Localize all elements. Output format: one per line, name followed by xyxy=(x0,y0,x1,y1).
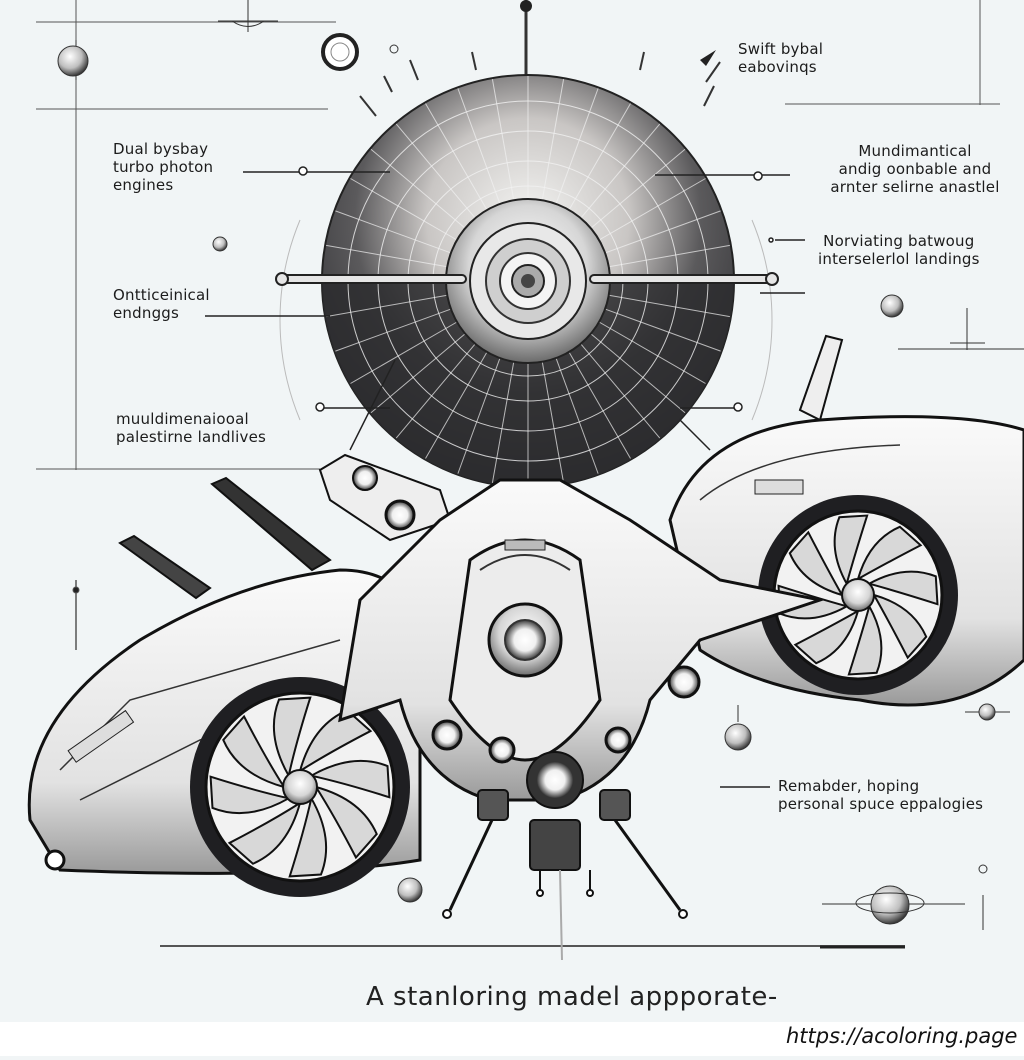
left-fins xyxy=(118,334,844,600)
disc-spoke xyxy=(457,357,501,474)
disc-spoke xyxy=(608,244,730,268)
turbine-blade xyxy=(227,800,302,865)
left-turbine xyxy=(190,677,410,897)
disc-spoke xyxy=(568,351,631,459)
orb-small-left xyxy=(212,236,228,252)
label-dual-engines: Dual bysbay turbo photon engines xyxy=(113,140,214,194)
disc-spoke xyxy=(370,148,466,229)
disc-spoke xyxy=(326,294,448,318)
disc-spoke xyxy=(590,333,686,414)
disc-booms xyxy=(275,272,779,286)
disc-spoke xyxy=(590,148,686,229)
turbine-blade xyxy=(793,608,860,665)
small-circle-top xyxy=(389,44,399,54)
turbine-blade xyxy=(866,570,939,606)
central-hull xyxy=(338,478,826,809)
leader-lines xyxy=(205,166,805,788)
disc-spoke xyxy=(457,88,501,205)
turbine-blade xyxy=(209,775,292,815)
label-right-2: Norviating batwoug interselerlol landing… xyxy=(818,232,980,268)
crosshair-lower-right xyxy=(965,703,1010,721)
disc-spoke xyxy=(326,244,448,268)
upper-pod xyxy=(318,453,452,542)
disc-spoke xyxy=(491,361,515,483)
turbine-blade xyxy=(856,525,923,582)
orb-right xyxy=(880,294,904,318)
turbine-blade xyxy=(871,593,928,660)
label-left-2: Ontticeinical endnggs xyxy=(113,286,210,322)
disc-spoke xyxy=(555,88,599,205)
label-left-3: muuldimenaiooal palestirne landlives xyxy=(116,410,267,446)
disc-spoke xyxy=(370,333,466,414)
disc-spoke xyxy=(608,294,730,318)
caption-mask xyxy=(0,1022,1024,1056)
ringed-planet xyxy=(822,864,988,930)
disc-spoke xyxy=(598,178,706,241)
disc-spoke xyxy=(491,79,515,201)
disc-spoke xyxy=(580,343,661,439)
arrow-pointer xyxy=(700,50,716,66)
orb-top-left xyxy=(57,40,89,80)
disc-spoke xyxy=(425,103,488,211)
disc-spoke xyxy=(541,361,565,483)
orb-pendant-right xyxy=(724,705,752,751)
crosshair-right xyxy=(898,308,1024,350)
antenna-tip xyxy=(520,0,532,12)
turbine-blade xyxy=(833,514,869,587)
disc-spoke xyxy=(604,210,721,254)
disc-spoke xyxy=(604,308,721,352)
thrusters xyxy=(442,789,688,961)
disc-spoke xyxy=(568,103,631,211)
label-right-1: Mundimantical andig oonbable and arnter … xyxy=(830,142,1000,196)
disc-spoke xyxy=(598,321,706,384)
disc-spoke xyxy=(580,123,661,219)
top-crosshair xyxy=(218,0,278,32)
turbine-blade xyxy=(298,709,373,774)
disc-spoke xyxy=(541,79,565,201)
disc-ticks xyxy=(359,51,721,117)
watermark-link[interactable]: https://acoloring.page xyxy=(786,1024,1018,1048)
disc-spoke xyxy=(395,123,476,219)
turbine-blade xyxy=(788,530,845,597)
disc-spoke xyxy=(425,351,488,459)
disc-spoke xyxy=(335,210,452,254)
turbine-blade xyxy=(272,696,312,779)
turbine-blade xyxy=(222,714,287,789)
turbine-blade xyxy=(313,785,378,860)
disc-spoke xyxy=(335,308,452,352)
disc-spoke xyxy=(555,357,599,474)
turbine-blade xyxy=(288,795,328,878)
caption: A stanloring madel appporate- xyxy=(366,982,778,1012)
turbine-blade xyxy=(847,603,883,676)
radar-disc xyxy=(321,74,735,488)
label-top-right: Swift bybal eabovinqs xyxy=(738,40,824,76)
orb-lower-left xyxy=(397,877,423,903)
disc-spoke xyxy=(350,178,458,241)
turbine-blade xyxy=(308,759,391,799)
disc-spoke xyxy=(395,343,476,439)
label-right-3: Remabder, hoping personal spuce eppalogi… xyxy=(778,777,984,813)
disc-spoke xyxy=(350,321,458,384)
